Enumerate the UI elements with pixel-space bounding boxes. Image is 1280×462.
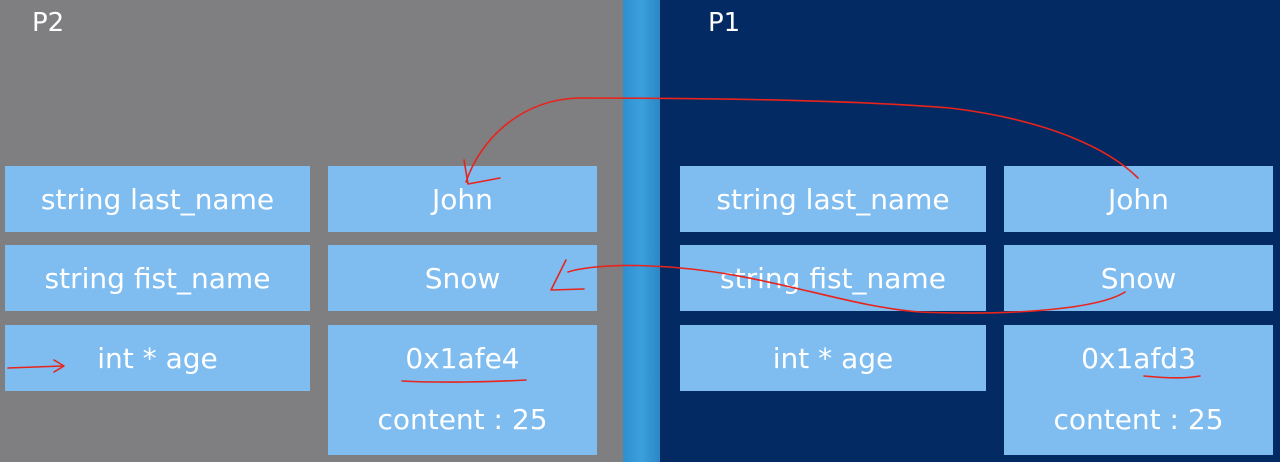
panel-divider [623, 0, 660, 462]
p1-age-content: content : 25 [1053, 403, 1224, 436]
p2-last-name-value: John [328, 166, 597, 232]
p1-title: P1 [708, 8, 741, 38]
p2-age-label: int * age [5, 325, 310, 391]
p1-first-name-label: string fist_name [680, 245, 986, 311]
p2-age-content: content : 25 [377, 403, 548, 436]
p1-last-name-label: string last_name [680, 166, 986, 232]
p2-last-name-label: string last_name [5, 166, 310, 232]
p2-first-name-label: string fist_name [5, 245, 310, 311]
p1-age-address: 0x1afd3 [1081, 342, 1196, 375]
p1-age-value: 0x1afd3 content : 25 [1004, 325, 1273, 455]
p2-first-name-value: Snow [328, 245, 597, 311]
p1-age-label: int * age [680, 325, 986, 391]
p1-first-name-value: Snow [1004, 245, 1273, 311]
p2-age-value: 0x1afe4 content : 25 [328, 325, 597, 455]
p1-last-name-value: John [1004, 166, 1273, 232]
p2-age-address: 0x1afe4 [405, 342, 520, 375]
p2-title: P2 [32, 8, 65, 38]
